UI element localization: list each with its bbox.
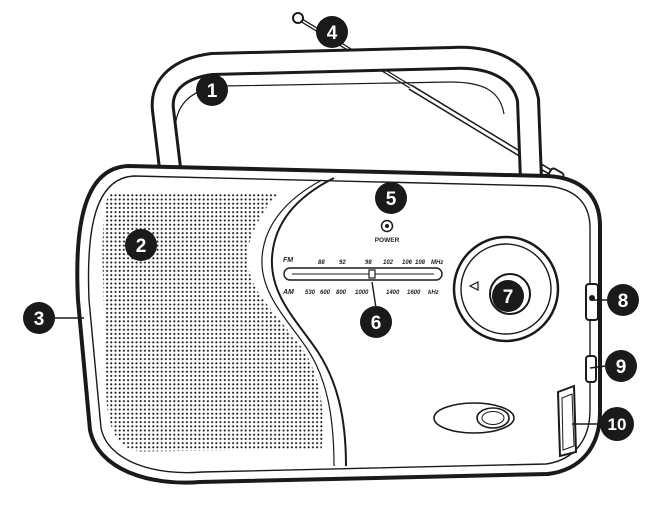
power-indicator bbox=[380, 219, 394, 233]
fm-mark: 92 bbox=[339, 260, 346, 266]
callout-number: 3 bbox=[34, 309, 45, 330]
am-mark: 1400 bbox=[386, 290, 400, 296]
band-slider bbox=[433, 402, 515, 434]
fm-mark: 98 bbox=[365, 260, 372, 266]
callout-number: 7 bbox=[503, 287, 514, 308]
callout-number: 9 bbox=[616, 357, 627, 378]
tuning-dial: FM AM 88 92 98 102 106 108 MHz 530 600 8… bbox=[282, 257, 443, 296]
fm-mark: 106 bbox=[402, 260, 413, 266]
fm-mark: 102 bbox=[383, 260, 394, 266]
am-mark: 800 bbox=[336, 290, 347, 296]
callout-number: 1 bbox=[207, 81, 218, 102]
am-mark: 1600 bbox=[407, 290, 421, 296]
callout-badge bbox=[605, 350, 637, 382]
am-unit-label: kHz bbox=[428, 290, 439, 296]
am-mark: 530 bbox=[305, 290, 316, 296]
triangle-marker-icon bbox=[468, 281, 479, 291]
callout-7: 7 bbox=[492, 280, 524, 312]
callout-badge bbox=[600, 407, 634, 441]
callout-number: 6 bbox=[371, 313, 382, 334]
callout-5: 5 bbox=[375, 182, 407, 214]
speaker-grille bbox=[101, 177, 347, 467]
side-switch bbox=[585, 355, 597, 383]
callout-badge bbox=[125, 229, 157, 261]
fm-mark: 108 bbox=[415, 260, 426, 266]
volume-wheel bbox=[556, 384, 578, 458]
callout-badge bbox=[23, 302, 55, 334]
callout-8: 8 bbox=[607, 284, 639, 316]
callout-4: 4 bbox=[316, 16, 348, 48]
callout-number: 2 bbox=[136, 236, 147, 257]
callout-1: 1 bbox=[196, 74, 228, 106]
leader-lines bbox=[52, 281, 608, 425]
callout-badge bbox=[375, 182, 407, 214]
callout-badge bbox=[360, 306, 392, 338]
callout-number: 8 bbox=[618, 291, 629, 312]
callout-10: 10 bbox=[600, 407, 634, 441]
callout-3: 3 bbox=[23, 302, 55, 334]
power-label: POWER bbox=[375, 237, 400, 244]
side-jack bbox=[585, 283, 599, 321]
callout-badge bbox=[607, 284, 639, 316]
callout-9: 9 bbox=[605, 350, 637, 382]
fm-mark: 88 bbox=[318, 260, 325, 266]
callout-number: 10 bbox=[608, 415, 627, 434]
callout-number: 4 bbox=[327, 23, 338, 44]
callout-2: 2 bbox=[125, 229, 157, 261]
callout-6: 6 bbox=[360, 306, 392, 338]
am-mark: 1000 bbox=[355, 290, 369, 296]
fm-unit-label: MHz bbox=[431, 260, 443, 266]
fm-band-label: FM bbox=[283, 257, 293, 264]
callout-badge bbox=[196, 74, 228, 106]
am-band-label: AM bbox=[282, 289, 294, 296]
am-mark: 600 bbox=[320, 290, 331, 296]
callout-number: 5 bbox=[386, 189, 397, 210]
tuning-pointer bbox=[368, 269, 376, 279]
callout-badge bbox=[316, 16, 348, 48]
callout-badge bbox=[492, 280, 524, 312]
